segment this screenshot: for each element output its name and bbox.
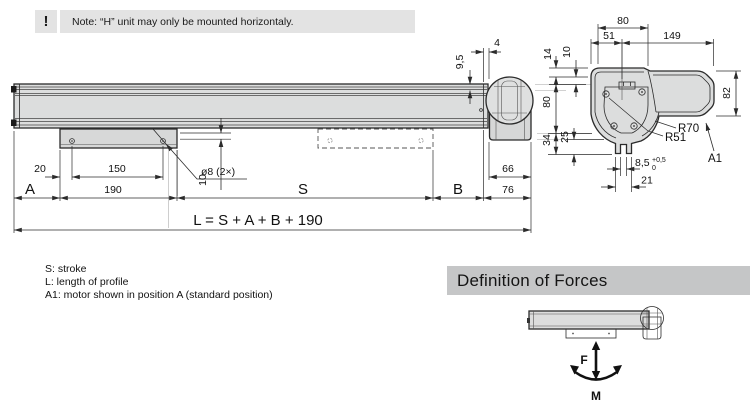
label-S: S	[298, 181, 308, 198]
end-view-dimensions: 80 51 149 82 14 10 80 34 25 R70 R51 A1 8…	[541, 15, 741, 192]
position-a1-label: A1	[708, 153, 722, 165]
label-A: A	[25, 181, 35, 198]
side-view-dimensions: 20 150 66 A 190 S B 76 L = S + A + B + 1…	[13, 37, 532, 233]
dim-149-label: 149	[663, 30, 681, 42]
moment-label: M	[591, 389, 601, 403]
legend-line-length: L: length of profile	[45, 276, 129, 289]
dim-80-left-label: 80	[541, 96, 553, 108]
dim-150-label: 150	[108, 163, 126, 175]
dim-10-end-label: 10	[561, 46, 573, 58]
dim-82-label: 82	[721, 87, 733, 99]
dim-4-label: 4	[494, 37, 500, 49]
force-label: F	[580, 353, 587, 367]
forces-section-title: Definition of Forces	[447, 266, 750, 295]
legend-line-stroke: S: stroke	[45, 263, 87, 275]
slot-tol-upper: +0,5	[652, 157, 666, 164]
hole-callout: ø8 (2×)	[201, 166, 235, 178]
profile-end-hole	[479, 108, 483, 112]
dim-14-label: 14	[542, 48, 554, 60]
slot-tol-lower: 0	[652, 165, 656, 172]
dim-51-label: 51	[603, 30, 615, 42]
dim-66-label: 66	[502, 163, 514, 175]
end-view-cavity	[603, 86, 649, 134]
carriage-phantom	[317, 128, 434, 149]
side-view	[11, 76, 534, 149]
radius-r70-label: R70	[678, 123, 699, 135]
motor-ball	[485, 76, 534, 125]
profile-body	[13, 83, 489, 129]
profile-grooves	[14, 86, 488, 126]
moment-arrow	[570, 365, 622, 381]
carriage	[59, 128, 178, 149]
belt-clamp-notch	[618, 81, 636, 90]
dim-21-label: 21	[641, 175, 653, 187]
motor-head	[485, 76, 534, 141]
warning-exclamation-icon: !	[35, 10, 57, 33]
dim-10-label: 10	[197, 174, 209, 186]
radius-r51-label: R51	[665, 132, 686, 144]
dim-9-5-label: 9,5	[454, 55, 466, 70]
dim-80-top-label: 80	[617, 15, 629, 27]
profile-end-cap-left	[11, 84, 20, 128]
carriage-hole-2	[160, 138, 166, 144]
slot-width-label: 8,5	[635, 157, 650, 169]
force-diagram: F M	[527, 306, 664, 403]
legend-line-motor: A1: motor shown in position A (standard …	[45, 289, 273, 302]
note-bar: ! Note: “H” unit may only be mounted hor…	[35, 10, 415, 33]
force-motor	[640, 306, 664, 340]
carriage-hole-1	[69, 138, 75, 144]
force-carriage	[565, 328, 617, 339]
end-view-screw-holes	[602, 88, 646, 130]
dim-34-label: 34	[541, 134, 553, 146]
dim-20-label: 20	[34, 163, 46, 175]
dim-25-label: 25	[559, 131, 571, 143]
dim-190-label: 190	[104, 184, 122, 196]
force-arrow	[591, 341, 601, 380]
end-view-outline	[590, 67, 715, 155]
length-formula: L = S + A + B + 190	[193, 212, 323, 229]
legend: S: stroke L: length of profile A1: motor…	[45, 263, 273, 303]
a1-arrow	[705, 122, 715, 152]
note-text: Note: “H” unit may only be mounted horiz…	[60, 10, 415, 33]
radius-leaders	[608, 97, 677, 137]
dim-76-label: 76	[502, 184, 514, 196]
end-view-inner-walls	[594, 70, 711, 139]
end-view	[590, 43, 715, 155]
label-B: B	[453, 181, 463, 198]
